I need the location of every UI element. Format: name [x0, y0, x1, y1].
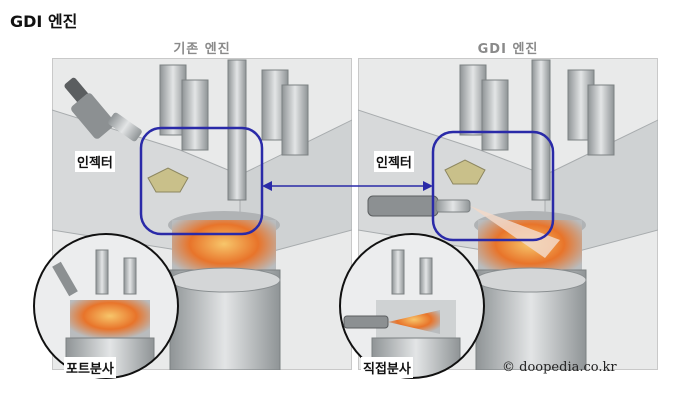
left-panel-heading: 기존 엔진	[173, 42, 231, 57]
highlight-box-left	[139, 126, 264, 236]
direct-injection-label: 직접분사	[361, 357, 413, 378]
valve-springs-left	[159, 59, 309, 201]
port-injection-label: 포트분사	[64, 357, 116, 378]
gdi-engine-drawing	[358, 59, 658, 370]
injector-right	[367, 195, 471, 217]
conventional-engine-drawing	[52, 59, 352, 370]
valve-springs-right	[459, 59, 615, 201]
injector-label-right: 인젝터	[374, 151, 414, 172]
comparison-arrow	[262, 181, 433, 191]
page-title: GDI 엔진	[10, 12, 78, 31]
fuel-spray-right	[470, 206, 560, 258]
injector-label-left: 인젝터	[75, 151, 115, 172]
copyright-credit: © doopedia.co.kr	[502, 360, 617, 375]
right-panel-heading: GDI 엔진	[477, 42, 539, 57]
injector-left	[64, 77, 142, 142]
